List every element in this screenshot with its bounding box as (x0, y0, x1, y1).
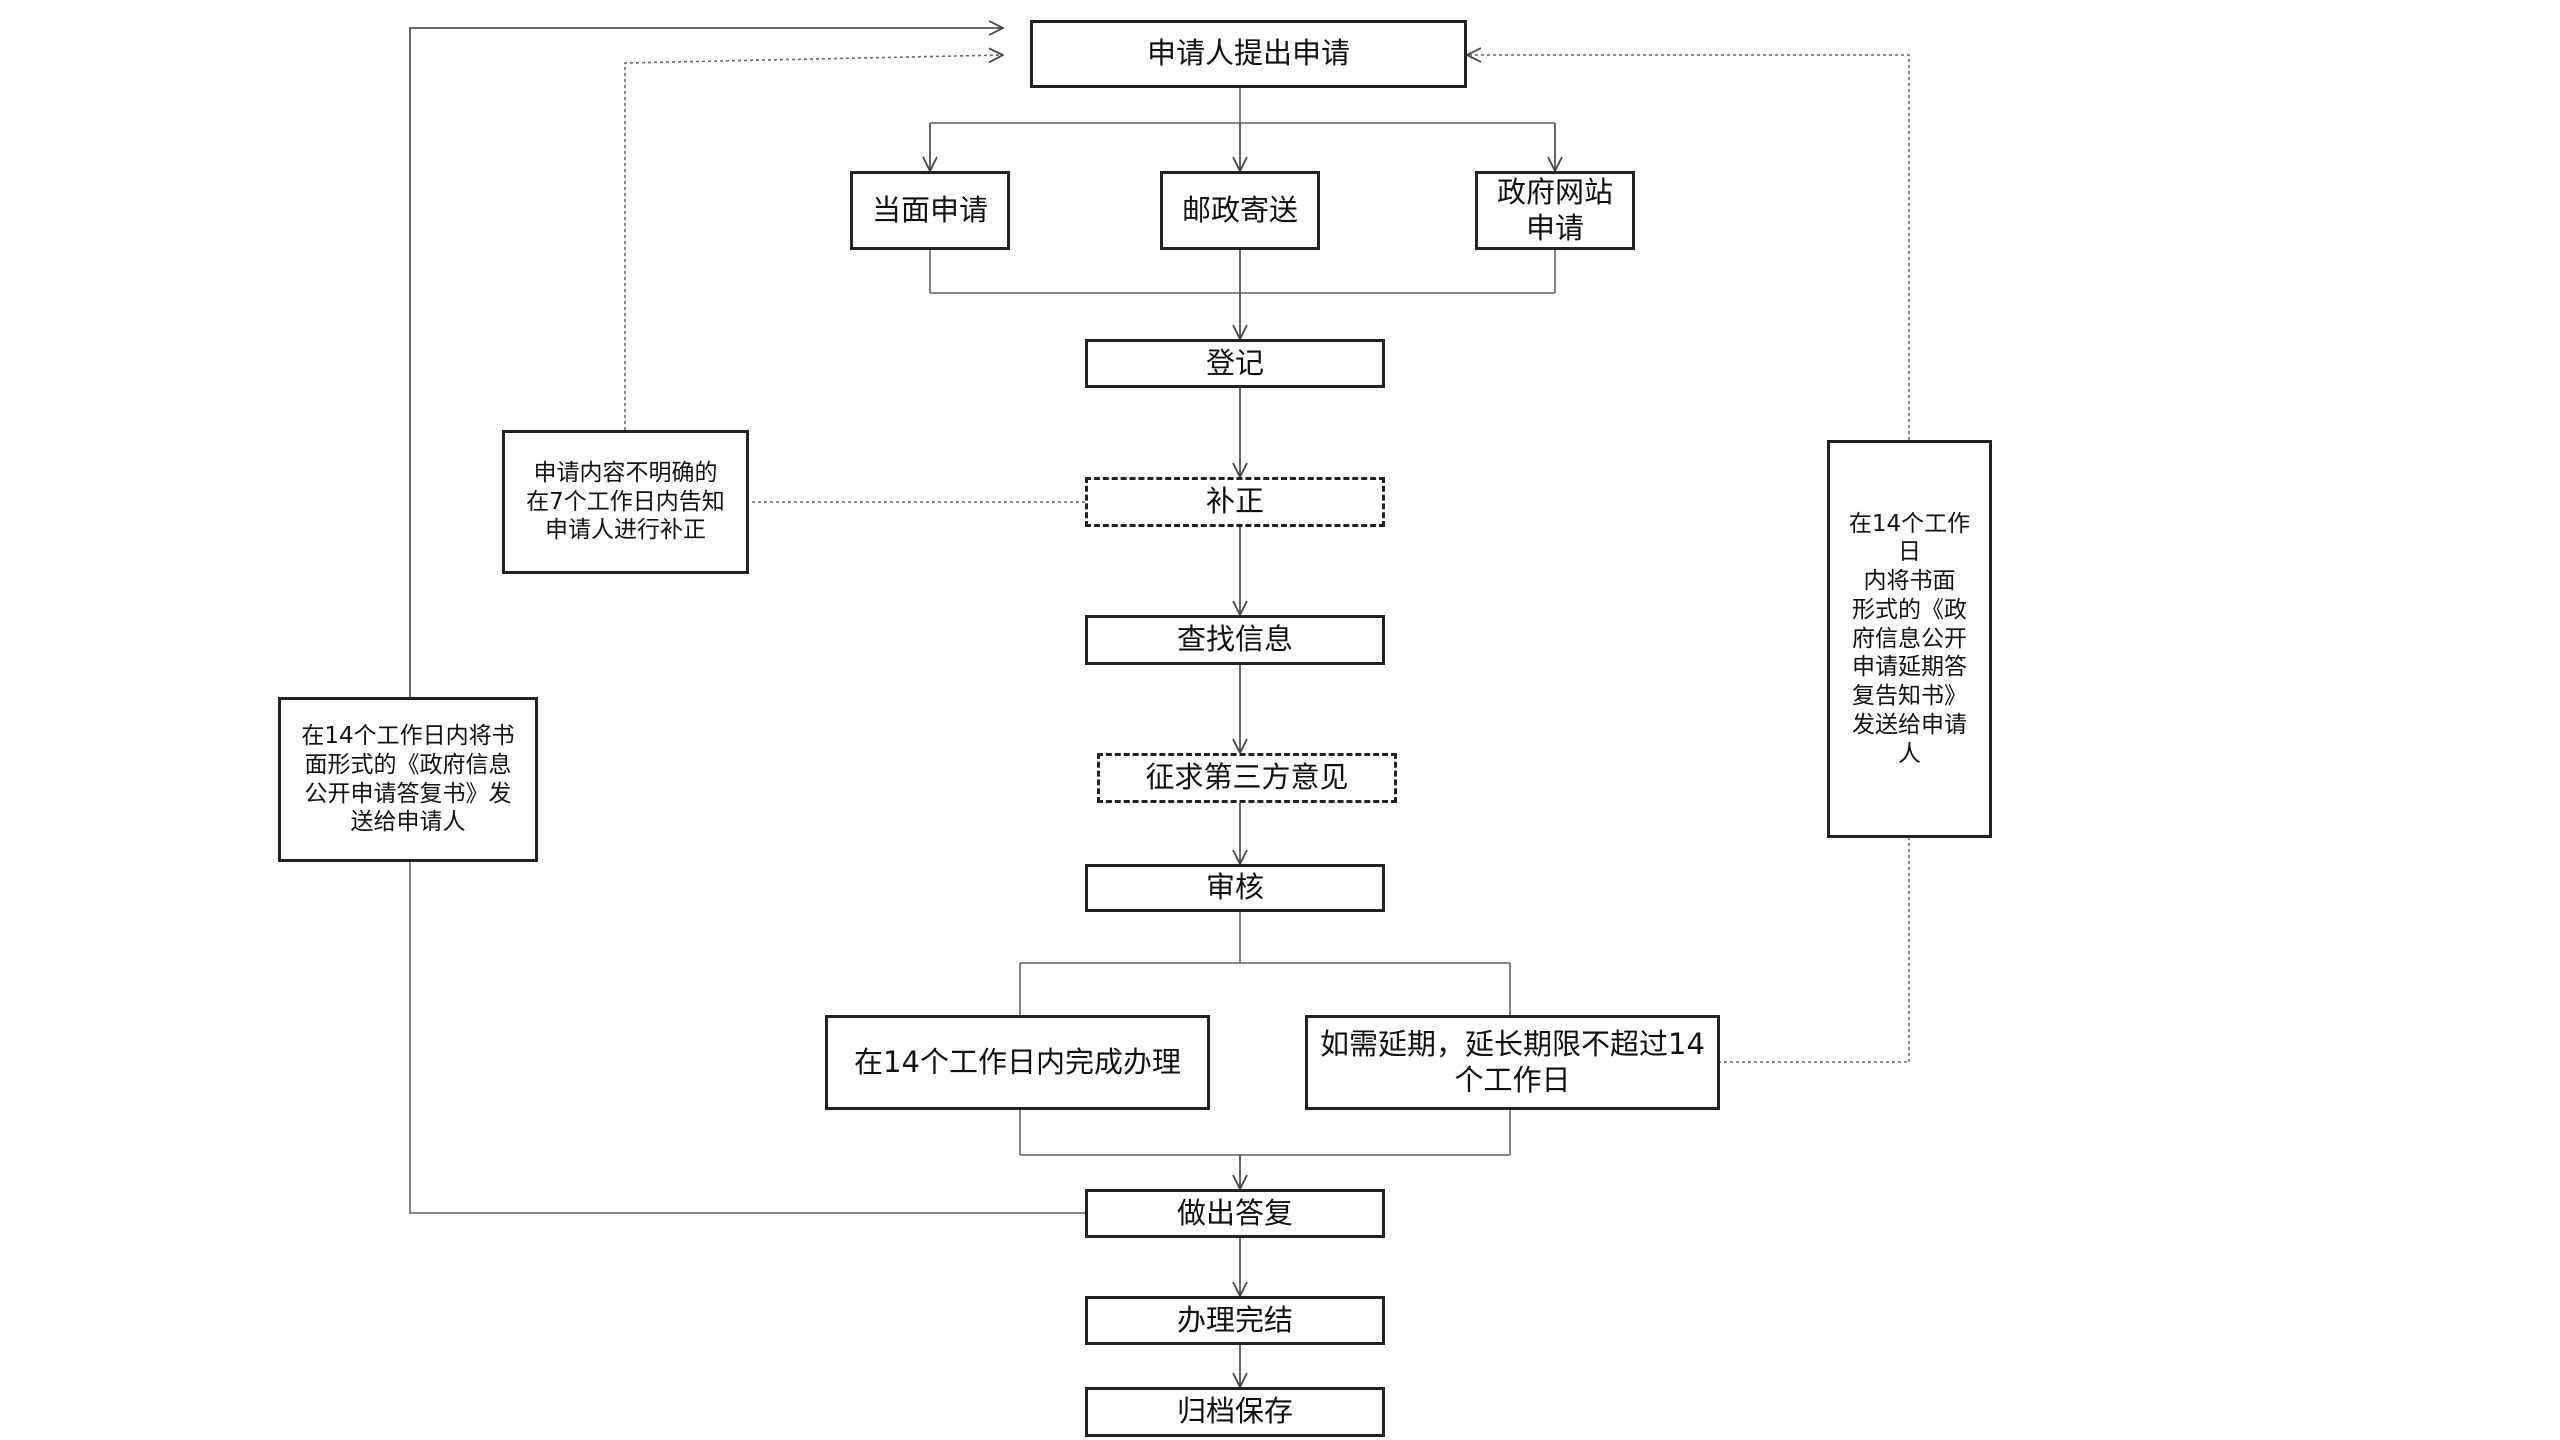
node-apply: 申请人提出申请 (1030, 20, 1467, 88)
node-third-party-label: 征求第三方意见 (1145, 760, 1349, 795)
note-reply-letter-label: 在14个工作日内将书 面形式的《政府信息 公开申请答复书》发 送给申请人 (301, 723, 515, 836)
node-correction: 补正 (1085, 477, 1385, 527)
connector-reply-to-letter-note (409, 862, 1085, 1214)
node-archive: 归档保存 (1085, 1387, 1385, 1437)
arrow-unclear-note-to-apply (624, 55, 1003, 430)
note-extension-letter: 在14个工作日 内将书面 形式的《政 府信息公开 申请延期答 复告知书》 发送给… (1827, 440, 1992, 838)
note-unclear-label: 申请内容不明确的 在7个工作日内告知 申请人进行补正 (526, 459, 725, 544)
node-postal: 邮政寄送 (1160, 171, 1320, 250)
note-unclear: 申请内容不明确的 在7个工作日内告知 申请人进行补正 (502, 430, 749, 574)
node-review: 审核 (1085, 864, 1385, 912)
arrow-letter-note-to-apply (409, 28, 1003, 697)
note-reply-letter: 在14个工作日内将书 面形式的《政府信息 公开申请答复书》发 送给申请人 (278, 697, 538, 862)
node-search: 查找信息 (1085, 615, 1385, 665)
node-website: 政府网站 申请 (1475, 171, 1635, 250)
node-register: 登记 (1085, 339, 1385, 388)
node-complete-14: 在14个工作日内完成办理 (825, 1015, 1210, 1110)
node-in-person-label: 当面申请 (871, 192, 988, 227)
node-finish-label: 办理完结 (1176, 1302, 1293, 1337)
node-reply-label: 做出答复 (1176, 1195, 1293, 1230)
node-search-label: 查找信息 (1176, 622, 1293, 657)
node-in-person: 当面申请 (850, 171, 1010, 250)
node-extension: 如需延期，延长期限不超过14 个工作日 (1305, 1015, 1720, 1110)
node-reply: 做出答复 (1085, 1189, 1385, 1238)
node-website-label: 政府网站 申请 (1496, 175, 1613, 245)
node-correction-label: 补正 (1205, 484, 1264, 519)
node-postal-label: 邮政寄送 (1181, 192, 1298, 227)
note-extension-letter-label: 在14个工作日 内将书面 形式的《政 府信息公开 申请延期答 复告知书》 发送给… (1848, 510, 1971, 767)
arrow-extension-note-to-apply (1467, 55, 1910, 440)
node-finish: 办理完结 (1085, 1296, 1385, 1345)
node-review-label: 审核 (1205, 870, 1264, 905)
node-complete-14-label: 在14个工作日内完成办理 (854, 1044, 1181, 1079)
node-apply-label: 申请人提出申请 (1146, 36, 1350, 71)
node-third-party: 征求第三方意见 (1097, 753, 1397, 803)
node-archive-label: 归档保存 (1176, 1394, 1293, 1429)
node-register-label: 登记 (1205, 345, 1264, 380)
node-extension-label: 如需延期，延长期限不超过14 个工作日 (1320, 1027, 1705, 1097)
